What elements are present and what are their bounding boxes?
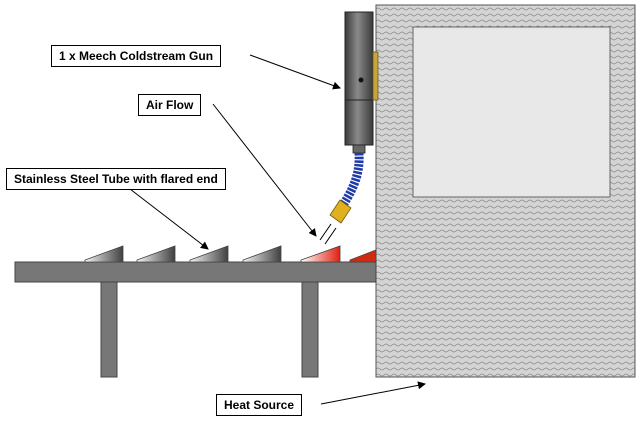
air-flow-line-2: [324, 227, 337, 245]
steel-tube-4: [242, 245, 282, 263]
steel-tube-entering: [349, 249, 377, 263]
conveyor-leg-left: [100, 281, 118, 378]
steel-tube-3: [189, 245, 229, 263]
hose-nozzle: [329, 199, 352, 224]
gun-outlet: [352, 144, 366, 154]
air-flow-callout-arrow: [212, 103, 317, 237]
conveyor-leg-right: [301, 281, 319, 378]
conveyor-bed: [14, 261, 377, 283]
air-flow-label: Air Flow: [138, 94, 202, 116]
steel-tube-2: [136, 245, 176, 263]
heat-source-callout-arrow: [320, 381, 426, 405]
gun-bolt: [358, 77, 364, 83]
heat-source-window: [412, 26, 611, 198]
gun-mounting-bracket: [372, 51, 379, 101]
air-flow-line-1: [319, 223, 332, 241]
gun-callout-arrow: [249, 54, 341, 90]
tube-callout-arrow: [129, 188, 209, 250]
flexible-hose: [339, 152, 364, 208]
steel-tube-1: [84, 245, 124, 263]
tube-label: Stainless Steel Tube with flared end: [6, 168, 226, 190]
steel-tube-heated: [300, 245, 341, 263]
heat-source-label: Heat Source: [216, 394, 303, 416]
gun-label: 1 x Meech Coldstream Gun: [51, 45, 222, 67]
